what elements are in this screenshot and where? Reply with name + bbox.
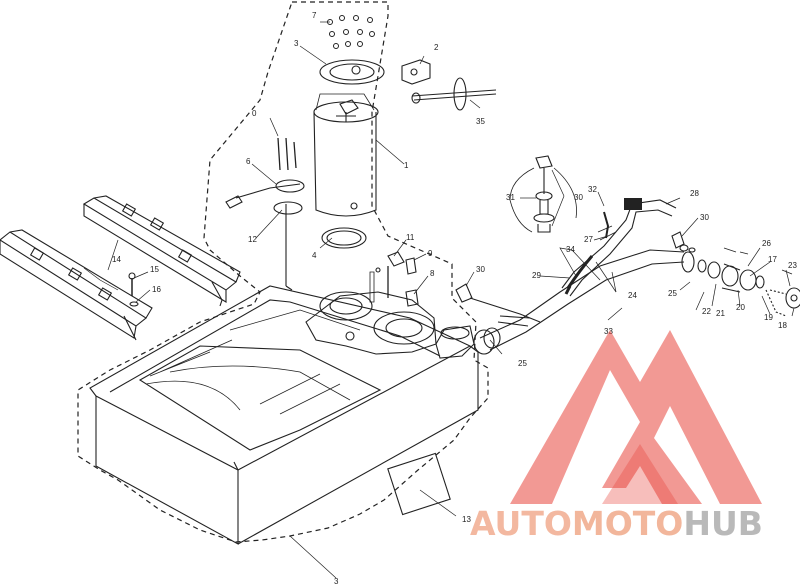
callout-30c: 30 <box>476 265 485 274</box>
callout-7: 7 <box>312 11 317 20</box>
watermark-logo-icon <box>510 330 762 504</box>
callout-16: 16 <box>152 285 161 294</box>
callout-18: 18 <box>778 321 787 330</box>
grommet <box>387 251 405 267</box>
callout-3: 3 <box>294 39 299 48</box>
clamp-block <box>401 59 431 85</box>
callout-29: 29 <box>532 271 541 280</box>
callout-1: 1 <box>404 161 409 170</box>
callout-30a: 30 <box>574 193 583 202</box>
callout-10: 0 <box>252 109 257 118</box>
brand-part-auto: AUTO <box>470 504 572 543</box>
callout-25a: 25 <box>668 289 677 298</box>
callout-17: 17 <box>768 255 777 264</box>
callout-22: 22 <box>702 307 711 316</box>
callout-labels: 1 2 3 3 4 6 7 8 9 0 11 12 13 14 15 16 17… <box>112 11 797 586</box>
gasket-ring <box>321 227 367 249</box>
tank-top-plate <box>305 291 437 355</box>
brand-part-hub: HUB <box>683 504 763 543</box>
callout-31: 31 <box>506 193 515 202</box>
callout-35: 35 <box>476 117 485 126</box>
fuel-tank <box>89 285 479 545</box>
tank-label-plate <box>387 452 451 516</box>
breather-valve <box>509 155 577 233</box>
callout-13: 13 <box>462 515 471 524</box>
callout-30b: 30 <box>700 213 709 222</box>
watermark-brand-text: AUTOMOTOHUB <box>470 504 763 543</box>
screw-set <box>327 15 375 49</box>
callout-9: 9 <box>428 249 433 258</box>
callout-11: 11 <box>406 233 415 242</box>
callout-23: 23 <box>788 261 797 270</box>
callout-27: 27 <box>584 235 593 244</box>
callout-21: 21 <box>716 309 725 318</box>
callout-34: 34 <box>566 245 575 254</box>
callout-14: 14 <box>112 255 121 264</box>
fuel-pump-module <box>313 93 379 217</box>
brand-part-moto: MOTO <box>571 504 684 543</box>
callout-3b: 3 <box>334 577 339 586</box>
callout-33: 33 <box>604 327 613 336</box>
callout-32: 32 <box>588 185 597 194</box>
callout-19: 19 <box>764 313 773 322</box>
callout-20: 20 <box>736 303 745 312</box>
dashed-assembly-outline <box>77 1 489 543</box>
callout-24: 24 <box>628 291 637 300</box>
callout-8: 8 <box>430 269 435 278</box>
callout-15: 15 <box>150 265 159 274</box>
callout-28: 28 <box>690 189 699 198</box>
leader-lines <box>83 21 795 579</box>
fitting <box>455 283 473 303</box>
lock-ring <box>319 59 385 85</box>
tank-strap-left <box>0 195 241 341</box>
callout-12: 12 <box>248 235 257 244</box>
filler-pipe <box>469 198 685 355</box>
callout-2: 2 <box>434 43 439 52</box>
pickup-rod <box>411 77 497 111</box>
callout-26: 26 <box>762 239 771 248</box>
callout-4: 4 <box>312 251 317 260</box>
level-sender <box>225 137 305 291</box>
callout-6: 6 <box>246 157 251 166</box>
callout-25b: 25 <box>518 359 527 368</box>
hose-clamp <box>473 329 495 355</box>
filler-ring <box>721 265 739 287</box>
fuel-cap <box>785 287 800 309</box>
